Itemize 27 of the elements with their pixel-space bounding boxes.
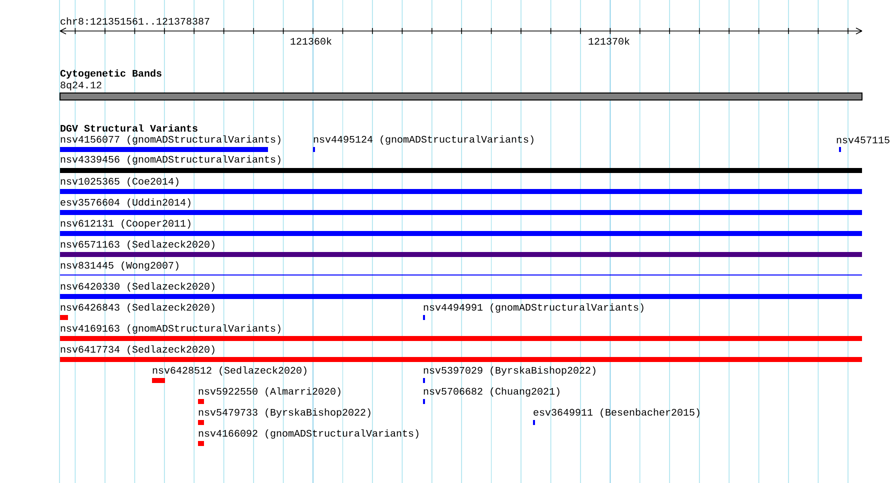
feature-label: esv3649911 (Besenbacher2015) xyxy=(534,408,700,418)
track-heading: Cytogenetic Bands xyxy=(60,69,162,79)
ruler-label: chr8:121351561..121378387 xyxy=(60,17,210,25)
feature-label: nsv612131 (Cooper2011) xyxy=(60,219,190,229)
feature-label: nsv5922550 (Almarri2020) xyxy=(198,387,340,397)
tick-label: 121370k xyxy=(588,37,630,45)
feature-label: nsv831445 (Wong2007) xyxy=(60,261,178,271)
track-heading: DGV Structural Variants xyxy=(60,124,198,132)
feature-label: nsv6420330 (Sedlazeck2020) xyxy=(60,282,214,292)
feature-label: nsv4339456 (gnomADStructuralVariants) xyxy=(60,155,280,165)
feature-label: nsv6426843 (Sedlazeck2020) xyxy=(60,303,214,313)
feature-label: 8q24.12 xyxy=(60,82,102,90)
feature-label: nsv5397029 (ByrskaBishop2022) xyxy=(424,366,596,376)
feature-label: nsv4156077 (gnomADStructuralVariants) xyxy=(60,135,280,145)
feature-label: nsv1025365 (Coe2014) xyxy=(60,177,178,187)
feature-label: nsv4166092 (gnomADStructuralVariants) xyxy=(198,429,418,439)
feature-label: nsv6571163 (Sedlazeck2020) xyxy=(60,240,214,250)
feature-label: esv3576604 (Uddin2014) xyxy=(60,198,190,208)
feature-label: nsv4169163 (gnomADStructuralVariants) xyxy=(60,324,280,334)
tick-label: 121360k xyxy=(290,37,332,45)
feature-label: nsv4495124 (gnomADStructuralVariants) xyxy=(314,135,534,145)
feature-label: nsv4494991 (gnomADStructuralVariants) xyxy=(424,303,644,313)
feature-label: nsv6417734 (Sedlazeck2020) xyxy=(60,345,214,355)
feature-label: nsv5479733 (ByrskaBishop2022) xyxy=(198,408,370,418)
feature-label: nsv5706682 (Chuang2021) xyxy=(424,387,560,397)
feature-label: nsv457115 xyxy=(836,136,890,144)
feature-label: nsv6428512 (Sedlazeck2020) xyxy=(152,366,306,376)
